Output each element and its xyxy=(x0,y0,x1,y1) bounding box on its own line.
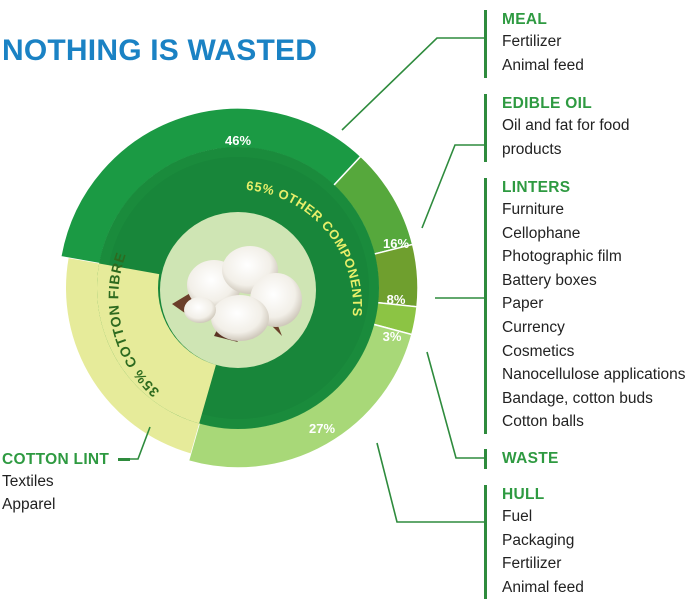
segment-label: 3% xyxy=(383,329,402,344)
category-edible-oil: EDIBLE OIL Oil and fat for food products xyxy=(484,94,630,162)
category-waste: WASTE xyxy=(484,449,559,469)
connector-waste xyxy=(426,351,484,459)
list-item: Currency xyxy=(502,318,565,336)
category-linters: LINTERS Furniture Cellophane Photographi… xyxy=(484,178,686,434)
list-item: Oil and fat for food xyxy=(502,117,630,134)
list-item: Animal feed xyxy=(502,56,584,74)
list-item: Fuel xyxy=(502,508,533,525)
list-item: Cosmetics xyxy=(502,342,575,360)
list-item: Photographic film xyxy=(502,248,622,266)
segment-label: 8% xyxy=(387,292,406,307)
list-item: Animal feed xyxy=(502,578,584,596)
connector-cotton-lint xyxy=(130,426,151,460)
connector-lines xyxy=(130,37,484,523)
connector-edible-oil xyxy=(421,144,484,229)
category-hull: HULL Fuel Packaging Fertilizer Animal fe… xyxy=(484,485,584,599)
list-item: products xyxy=(502,140,562,158)
cotton-lint-dash xyxy=(117,458,130,462)
list-item: Packaging xyxy=(502,531,575,549)
connector-hull xyxy=(376,442,484,523)
list-item: Textiles xyxy=(2,473,54,490)
category-heading: WASTE xyxy=(502,450,559,467)
connector-meal xyxy=(341,37,484,131)
list-item: Cellophane xyxy=(502,224,581,242)
list-item: Fertilizer xyxy=(502,555,562,573)
category-heading: EDIBLE OIL xyxy=(502,95,592,112)
category-heading: HULL xyxy=(502,486,545,503)
category-heading: LINTERS xyxy=(502,179,571,196)
list-item: Furniture xyxy=(502,201,565,218)
segment-labels: 46% 16% 8% 3% 27% xyxy=(225,133,409,436)
page-title: NOTHING IS WASTED xyxy=(2,34,318,67)
segment-label: 16% xyxy=(383,236,409,251)
list-item: Battery boxes xyxy=(502,271,597,289)
list-item: Fertilizer xyxy=(502,33,562,50)
list-item: Paper xyxy=(502,295,544,313)
cotton-boll-icon xyxy=(172,246,302,342)
list-item: Nanocellulose applications xyxy=(502,366,686,384)
category-cotton-lint: COTTON LINT Textiles Apparel xyxy=(2,450,130,516)
segment-label: 46% xyxy=(225,133,251,148)
list-item: Apparel xyxy=(2,496,56,513)
list-item: Bandage, cotton buds xyxy=(502,389,653,407)
list-item: Cotton balls xyxy=(502,413,584,431)
category-heading: MEAL xyxy=(502,11,548,28)
category-meal: MEAL Fertilizer Animal feed xyxy=(484,10,584,78)
category-heading: COTTON LINT xyxy=(2,451,110,468)
cotton-fibre-inner xyxy=(96,263,216,424)
segment-label: 27% xyxy=(309,421,335,436)
